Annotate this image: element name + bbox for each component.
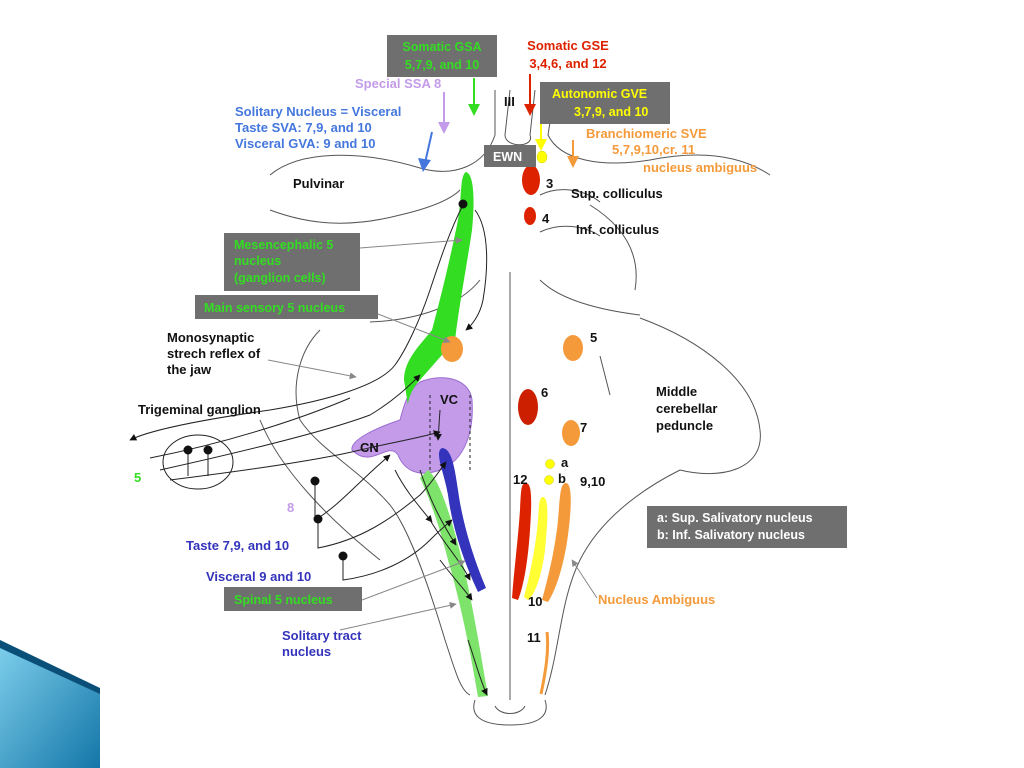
ewn-nucleus bbox=[536, 150, 548, 164]
nucleus-7 bbox=[562, 420, 580, 446]
nucleus-ambiguus bbox=[542, 483, 571, 602]
somatic-gse-label: Somatic GSE bbox=[527, 38, 609, 53]
inf-salivatory-nucleus bbox=[544, 475, 554, 485]
nucleus-ambiguus-label: Nucleus Ambiguus bbox=[598, 592, 715, 607]
spinal-5-box bbox=[224, 587, 362, 611]
mesencephalic-box bbox=[224, 233, 360, 291]
nerve-7-label: 7 bbox=[580, 420, 587, 435]
solitary-arrow bbox=[424, 131, 433, 164]
nucleus-6 bbox=[518, 389, 538, 425]
label-pointers bbox=[267, 237, 598, 631]
nerve-3-label: 3 bbox=[546, 176, 553, 191]
inf-colliculus-label: Inf. colliculus bbox=[576, 222, 659, 237]
spinal-5-nucleus bbox=[420, 470, 488, 697]
nerve-11-label: 11 bbox=[527, 630, 541, 645]
trigeminal-ganglion-label: Trigeminal ganglion bbox=[138, 402, 261, 417]
nucleus-3 bbox=[522, 165, 540, 195]
special-ssa-label: Special SSA 8 bbox=[355, 76, 441, 91]
ganglion-cells bbox=[183, 199, 468, 561]
autonomic-gve-box bbox=[540, 82, 670, 124]
roman-iii-label: III bbox=[504, 94, 515, 109]
sup-colliculus-label: Sup. colliculus bbox=[571, 186, 663, 201]
nerve-9-10-label: 9,10 bbox=[580, 474, 605, 489]
sup-salivatory-nucleus bbox=[545, 459, 555, 469]
solitary-tract-nucleus bbox=[438, 448, 486, 592]
cn-label: CN bbox=[360, 440, 379, 455]
svg-text:Main sensory 5 nucleus: Main sensory 5 nucleus bbox=[204, 301, 345, 315]
ewn-box bbox=[484, 145, 536, 167]
nerve-4-label: 4 bbox=[542, 211, 550, 226]
b-label: b bbox=[558, 471, 566, 486]
nerve-6-label: 6 bbox=[541, 385, 548, 400]
nerve-fibers bbox=[129, 200, 488, 696]
a-label: a bbox=[561, 455, 569, 470]
main-sensory-box bbox=[195, 295, 378, 319]
trigeminal-sensory-column bbox=[404, 172, 474, 405]
corner-decoration bbox=[0, 640, 100, 768]
vc-label: VC bbox=[440, 392, 459, 407]
svg-text:Spinal 5 nucleus: Spinal 5 nucleus bbox=[234, 593, 333, 607]
nerve-5-left-label: 5 bbox=[134, 470, 141, 485]
salivatory-box bbox=[647, 506, 847, 548]
pulvinar-label: Pulvinar bbox=[293, 176, 344, 191]
nucleus-5-right bbox=[563, 335, 583, 361]
dorsal-motor-vagus bbox=[524, 497, 548, 600]
nucleus-12 bbox=[512, 483, 532, 600]
nucleus-4 bbox=[524, 207, 536, 225]
nerve-10-label: 10 bbox=[528, 594, 542, 609]
somatic-gsa-box bbox=[387, 35, 497, 77]
nucleus-11 bbox=[539, 631, 550, 695]
nerve-8-label: 8 bbox=[287, 500, 294, 515]
brainstem-outline bbox=[259, 89, 771, 726]
taste-label: Taste 7,9, and 10 bbox=[186, 538, 289, 553]
nerve-12-label: 12 bbox=[513, 472, 527, 487]
svg-text:EWN: EWN bbox=[493, 150, 522, 164]
visceral-label: Visceral 9 and 10 bbox=[206, 569, 311, 584]
nerve-5-right-label: 5 bbox=[590, 330, 597, 345]
